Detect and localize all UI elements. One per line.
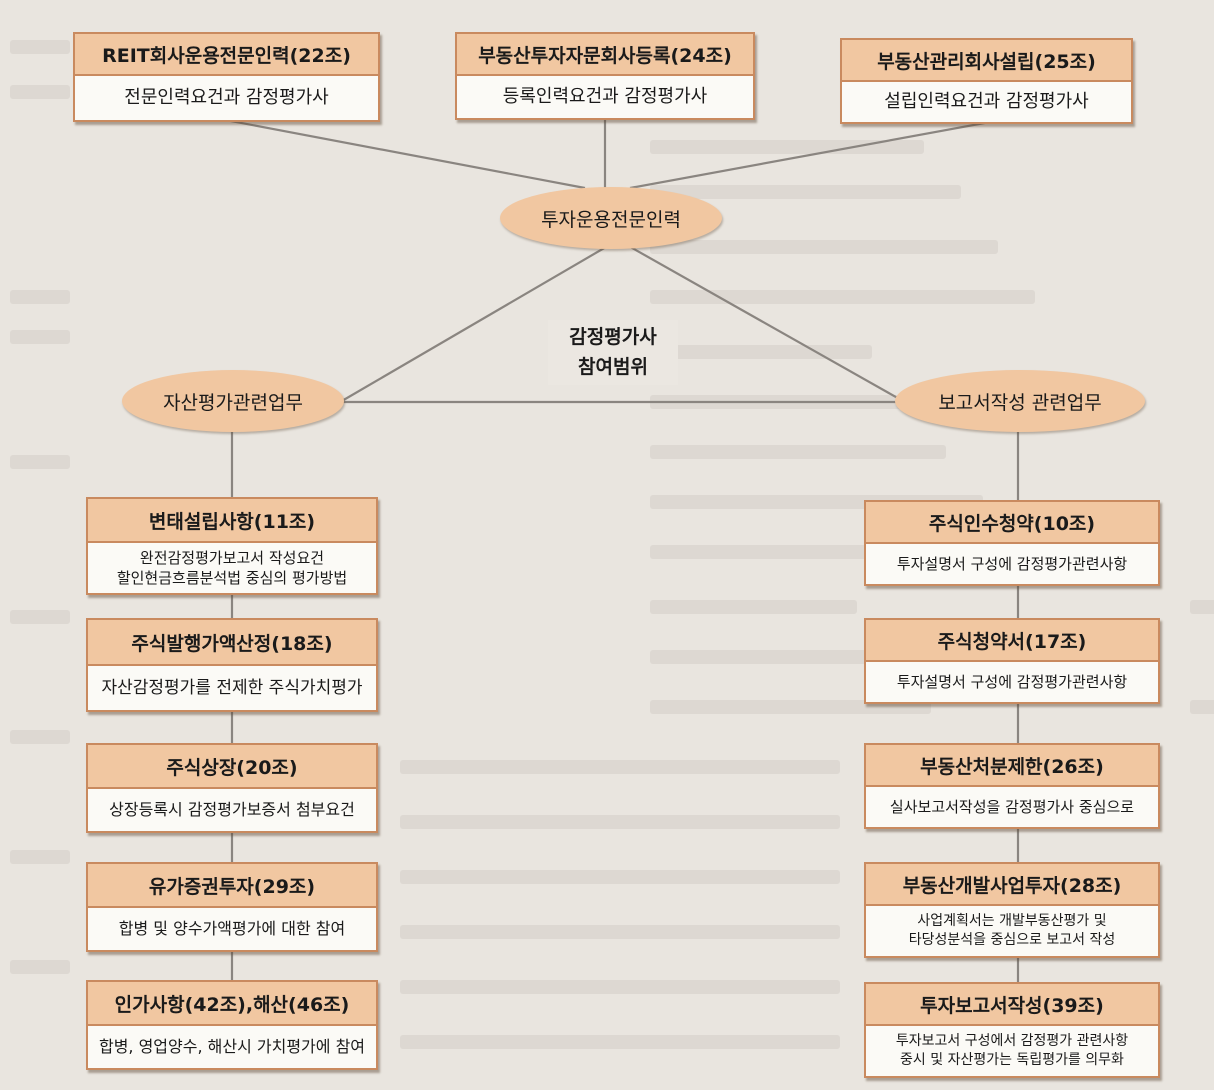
right-box-5: 투자보고서작성(39조) 투자보고서 구성에서 감정평가 관련사항 중시 및 자… bbox=[864, 982, 1160, 1078]
left-box-5: 인가사항(42조),해산(46조) 합병, 영업양수, 해산시 가치평가에 참여 bbox=[86, 980, 378, 1070]
box-title: 유가증권투자(29조) bbox=[88, 864, 376, 908]
line-hub-to-right bbox=[617, 239, 911, 406]
right-box-2: 주식청약서(17조) 투자설명서 구성에 감정평가관련사항 bbox=[864, 618, 1160, 704]
box-line: 설립인력요건과 감정평가사 bbox=[884, 90, 1089, 112]
box-line: 전문인력요건과 감정평가사 bbox=[124, 86, 329, 108]
box-title: 주식청약서(17조) bbox=[866, 620, 1158, 662]
top-box-reit-staff: REIT회사운용전문인력(22조) 전문인력요건과 감정평가사 bbox=[73, 32, 380, 122]
box-line: 중시 및 자산평가는 독립평가를 의무화 bbox=[900, 1052, 1124, 1068]
box-title: 부동산개발사업투자(28조) bbox=[866, 864, 1158, 906]
box-body: 등록인력요건과 감정평가사 bbox=[457, 76, 753, 118]
box-title: REIT회사운용전문인력(22조) bbox=[75, 34, 378, 76]
box-body: 실사보고서작성을 감정평가사 중심으로 bbox=[866, 787, 1158, 827]
center-label-line-1: 감정평가사 bbox=[569, 326, 657, 348]
box-line: 자산감정평가를 전제한 주식가치평가 bbox=[101, 677, 363, 698]
box-title: 부동산투자자문회사등록(24조) bbox=[457, 34, 753, 76]
left-box-3: 주식상장(20조) 상장등록시 감정평가보증서 첨부요건 bbox=[86, 743, 378, 833]
box-title: 부동산처분제한(26조) bbox=[866, 745, 1158, 787]
top-box-management-company: 부동산관리회사설립(25조) 설립인력요건과 감정평가사 bbox=[840, 38, 1133, 124]
box-line: 완전감정평가보고서 작성요건 bbox=[139, 548, 325, 567]
box-body: 사업계획서는 개발부동산평가 및 타당성분석을 중심으로 보고서 작성 bbox=[866, 906, 1158, 956]
box-line: 타당성분석을 중심으로 보고서 작성 bbox=[908, 932, 1116, 948]
box-body: 합병, 영업양수, 해산시 가치평가에 참여 bbox=[88, 1026, 376, 1068]
box-line: 상장등록시 감정평가보증서 첨부요건 bbox=[109, 800, 355, 820]
left-node-oval: 자산평가관련업무 bbox=[122, 370, 344, 432]
right-box-1: 주식인수청약(10조) 투자설명서 구성에 감정평가관련사항 bbox=[864, 500, 1160, 586]
left-box-2: 주식발행가액산정(18조) 자산감정평가를 전제한 주식가치평가 bbox=[86, 618, 378, 712]
box-body: 상장등록시 감정평가보증서 첨부요건 bbox=[88, 789, 376, 831]
line-hub-to-left bbox=[334, 239, 619, 406]
box-body: 설립인력요건과 감정평가사 bbox=[842, 82, 1131, 122]
right-box-3: 부동산처분제한(26조) 실사보고서작성을 감정평가사 중심으로 bbox=[864, 743, 1160, 829]
line-top-left-to-hub bbox=[214, 116, 586, 190]
box-line: 투자설명서 구성에 감정평가관련사항 bbox=[896, 672, 1128, 691]
box-body: 투자설명서 구성에 감정평가관련사항 bbox=[866, 662, 1158, 702]
box-body: 완전감정평가보고서 작성요건 할인현금흐름분석법 중심의 평가방법 bbox=[88, 543, 376, 593]
left-box-1: 변태설립사항(11조) 완전감정평가보고서 작성요건 할인현금흐름분석법 중심의… bbox=[86, 497, 378, 595]
box-body: 합병 및 양수가액평가에 대한 참여 bbox=[88, 908, 376, 950]
box-body: 전문인력요건과 감정평가사 bbox=[75, 76, 378, 120]
box-title: 부동산관리회사설립(25조) bbox=[842, 40, 1131, 82]
line-top-right-to-hub bbox=[629, 120, 991, 190]
box-body: 투자보고서 구성에서 감정평가 관련사항 중시 및 자산평가는 독립평가를 의무… bbox=[866, 1026, 1158, 1076]
left-box-4: 유가증권투자(29조) 합병 및 양수가액평가에 대한 참여 bbox=[86, 862, 378, 952]
box-title: 주식인수청약(10조) bbox=[866, 502, 1158, 544]
box-line: 투자보고서 구성에서 감정평가 관련사항 bbox=[895, 1033, 1129, 1050]
box-line: 사업계획서는 개발부동산평가 및 bbox=[917, 913, 1107, 930]
box-body: 투자설명서 구성에 감정평가관련사항 bbox=[866, 544, 1158, 584]
box-line: 합병, 영업양수, 해산시 가치평가에 참여 bbox=[98, 1037, 366, 1057]
right-box-4: 부동산개발사업투자(28조) 사업계획서는 개발부동산평가 및 타당성분석을 중… bbox=[864, 862, 1160, 958]
center-label: 감정평가사 참여범위 bbox=[548, 320, 678, 385]
top-box-advisory-registration: 부동산투자자문회사등록(24조) 등록인력요건과 감정평가사 bbox=[455, 32, 755, 120]
box-title: 주식발행가액산정(18조) bbox=[88, 620, 376, 666]
box-line: 투자설명서 구성에 감정평가관련사항 bbox=[896, 554, 1128, 573]
box-body: 자산감정평가를 전제한 주식가치평가 bbox=[88, 666, 376, 710]
box-title: 투자보고서작성(39조) bbox=[866, 984, 1158, 1026]
box-title: 주식상장(20조) bbox=[88, 745, 376, 789]
box-title: 변태설립사항(11조) bbox=[88, 499, 376, 543]
box-line: 실사보고서작성을 감정평가사 중심으로 bbox=[889, 797, 1135, 816]
box-line: 등록인력요건과 감정평가사 bbox=[502, 85, 708, 107]
box-line: 할인현금흐름분석법 중심의 평가방법 bbox=[116, 569, 348, 587]
center-label-line-2: 참여범위 bbox=[578, 356, 648, 379]
box-title: 인가사항(42조),해산(46조) bbox=[88, 982, 376, 1026]
box-line: 합병 및 양수가액평가에 대한 참여 bbox=[118, 919, 346, 939]
right-node-oval: 보고서작성 관련업무 bbox=[895, 370, 1145, 432]
hub-oval: 투자운용전문인력 bbox=[500, 187, 722, 249]
